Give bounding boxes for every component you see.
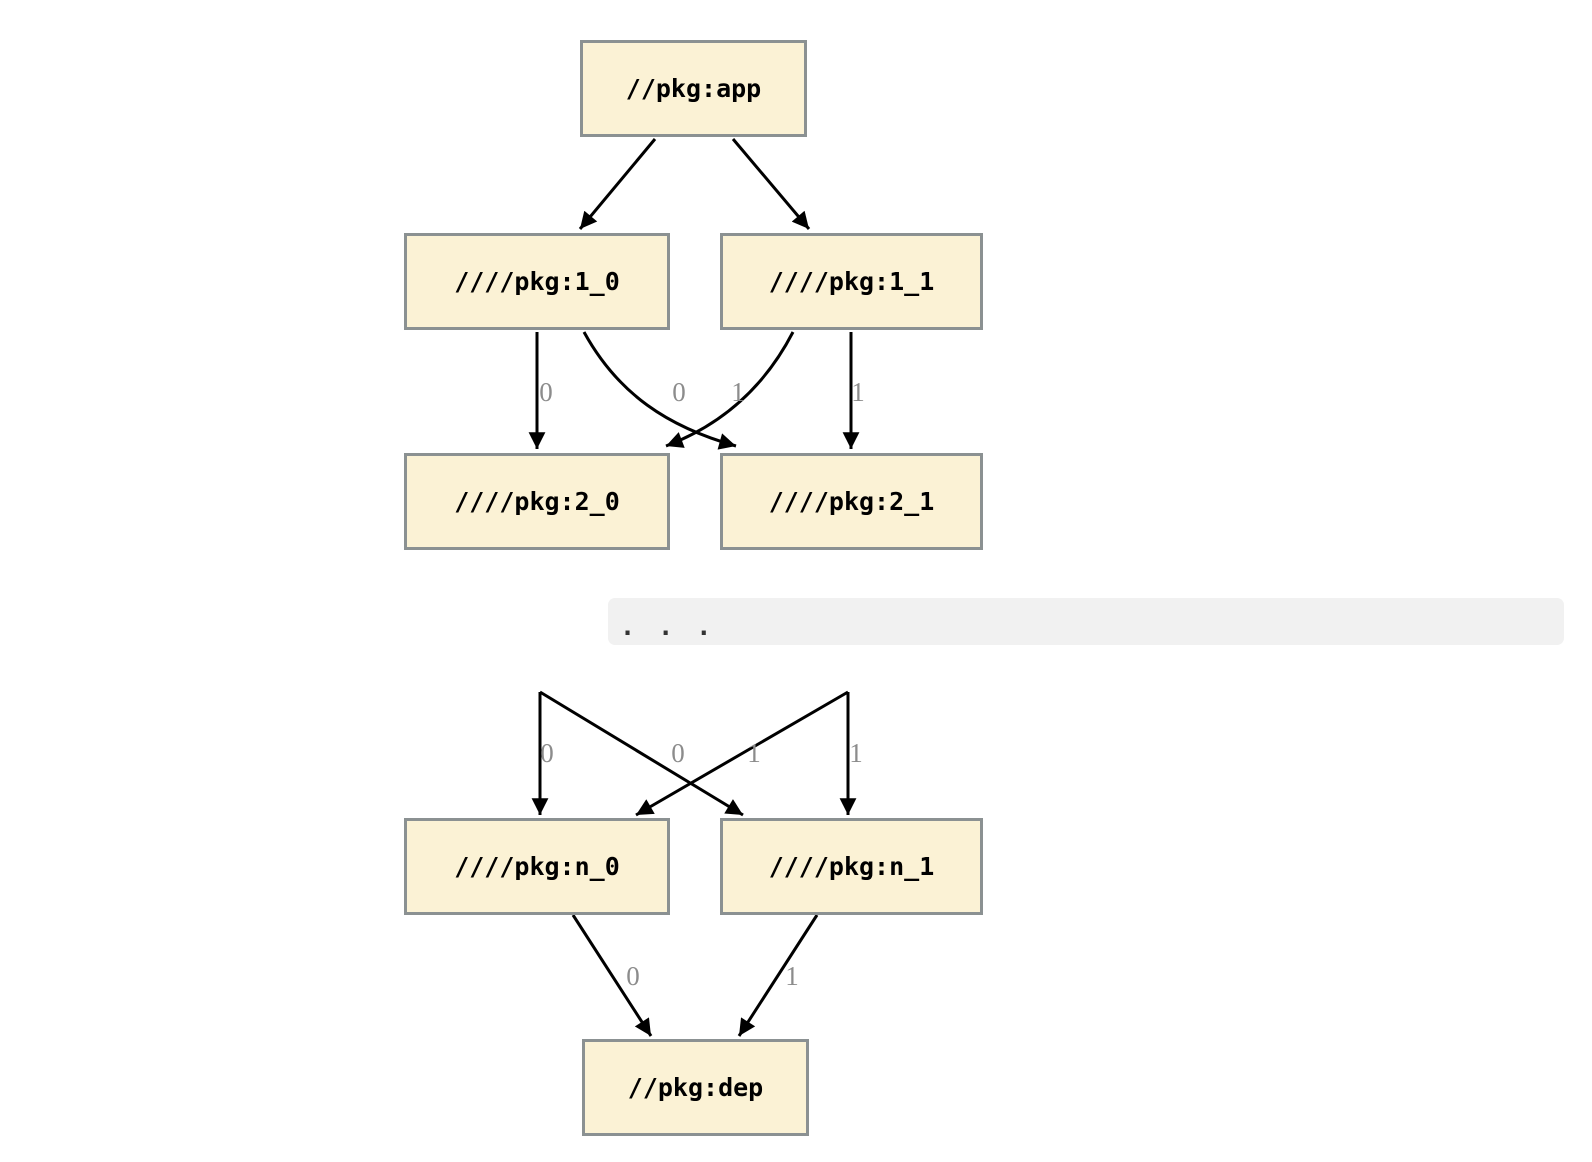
node-pkg-2_0-label: ////pkg:2_0 <box>454 487 620 516</box>
edge-app-1_0 <box>578 138 657 230</box>
node-pkg-1_1: ////pkg:1_1 <box>720 233 983 330</box>
edge-label-dots-n_0-straight: 0 <box>540 738 554 768</box>
edge-label-dots-n_1-straight: 1 <box>849 738 863 768</box>
node-pkg-dep-label: //pkg:dep <box>627 1073 764 1102</box>
node-pkg-2_1: ////pkg:2_1 <box>720 453 983 550</box>
node-pkg-n_0-label: ////pkg:n_0 <box>454 852 620 881</box>
node-pkg-n_1: ////pkg:n_1 <box>720 818 983 915</box>
edge-label-1_1-2_1: 1 <box>851 377 865 407</box>
edge-n_1-dep <box>737 914 819 1037</box>
node-pkg-n_0: ////pkg:n_0 <box>404 818 670 915</box>
edge-label-dots-n_1-cross: 1 <box>747 738 761 768</box>
node-pkg-app-label: //pkg:app <box>625 74 762 103</box>
edge-label-1_0-2_1: 1 <box>731 377 745 407</box>
edge-n_0-dep <box>571 914 653 1037</box>
edge-label-n_1-dep: 1 <box>785 961 799 991</box>
edge-label-n_0-dep: 0 <box>626 961 640 991</box>
edge-dots-n_1-cross <box>539 690 744 817</box>
node-pkg-dep: //pkg:dep <box>582 1039 809 1136</box>
edge-label-dots-n_0-cross: 0 <box>671 738 685 768</box>
node-pkg-1_0: ////pkg:1_0 <box>404 233 670 330</box>
edge-1_1-2_0 <box>665 331 795 448</box>
edge-dots-n_0-cross <box>635 690 849 817</box>
edge-label-1_0-2_0: 0 <box>539 377 553 407</box>
ellipsis-dots: . . . <box>620 612 716 641</box>
node-pkg-2_0: ////pkg:2_0 <box>404 453 670 550</box>
node-pkg-2_1-label: ////pkg:2_1 <box>768 487 935 516</box>
edge-1_0-2_1 <box>582 331 737 450</box>
node-pkg-app: //pkg:app <box>580 40 807 137</box>
node-pkg-1_1-label: ////pkg:1_1 <box>768 267 935 296</box>
edge-label-1_1-2_0: 0 <box>672 377 686 407</box>
edge-app-1_1 <box>731 138 811 230</box>
node-pkg-n_1-label: ////pkg:n_1 <box>768 852 935 881</box>
truncation-band: . . . <box>608 598 1564 645</box>
node-pkg-1_0-label: ////pkg:1_0 <box>454 267 620 296</box>
